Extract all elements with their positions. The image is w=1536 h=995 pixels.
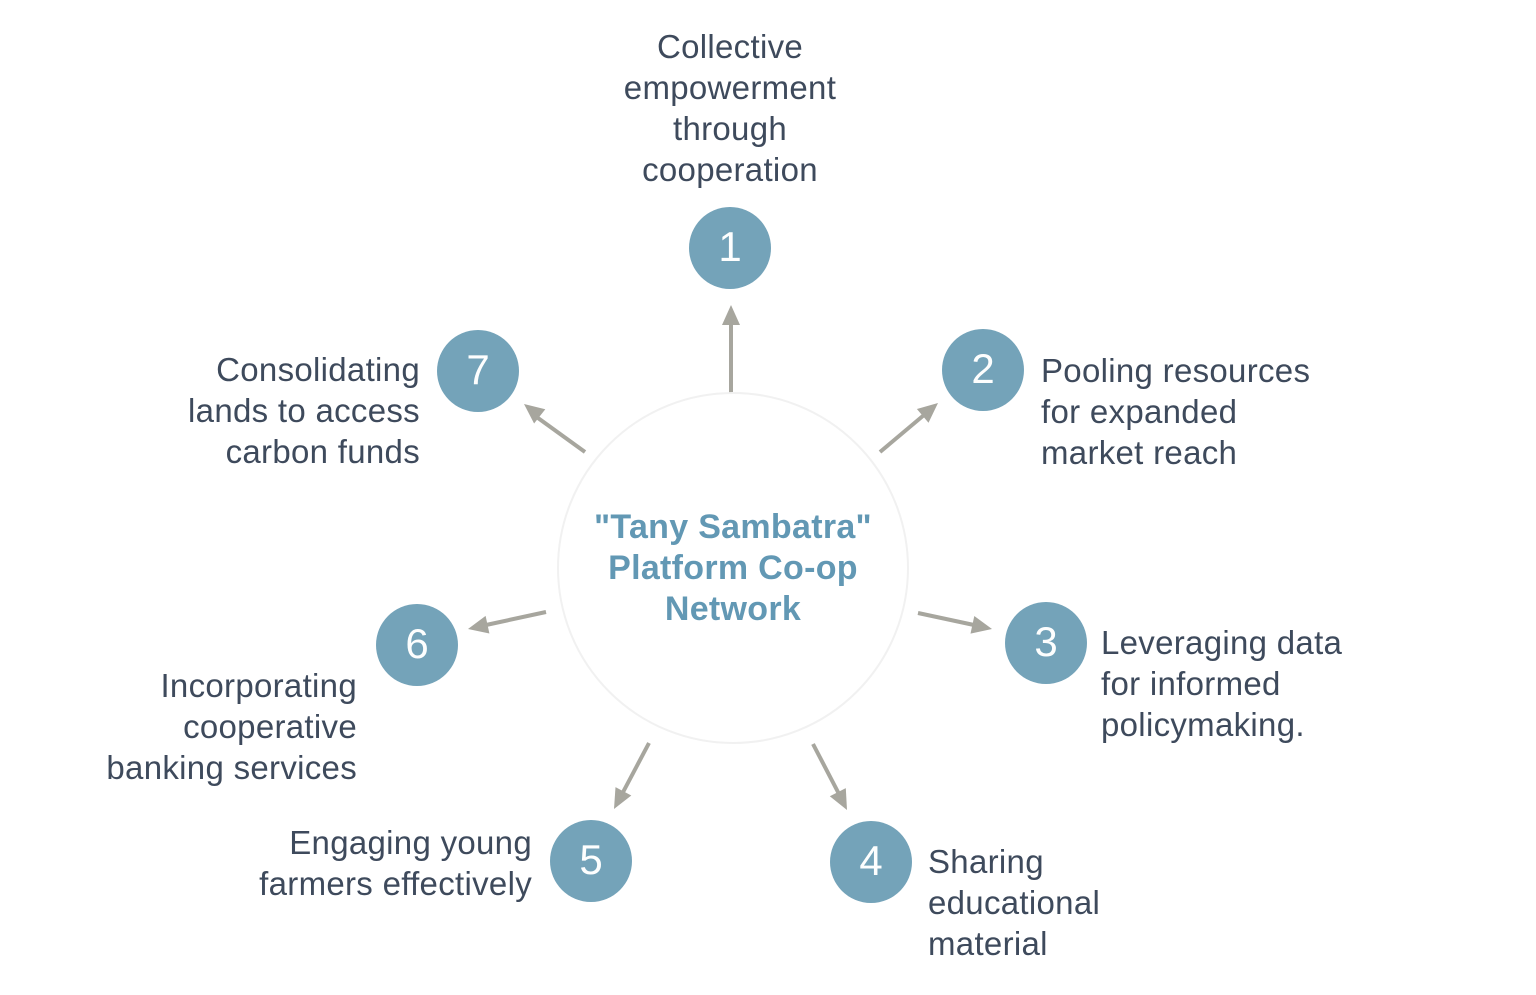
item-6-label-line: Incorporating [160, 667, 357, 704]
item-2-label-line: for expanded [1041, 393, 1238, 430]
item-1-label-line: through [672, 110, 788, 147]
item-2-node: 2 [942, 329, 1024, 411]
item-6-label-line: banking services [106, 749, 357, 786]
item-4-label-line: material [928, 925, 1048, 962]
central-hub-title-line: "Tany Sambatra" [594, 507, 872, 546]
item-4-label: Sharing educational material [928, 841, 1228, 964]
item-7-label-line: Consolidating [216, 351, 420, 388]
item-3-label-line: Leveraging data [1101, 624, 1343, 661]
central-hub-title: "Tany Sambatra" Platform Co-op Network [594, 507, 872, 630]
item-4-label-line: Sharing [928, 843, 1044, 880]
item-3-node: 3 [1005, 602, 1087, 684]
item-4-label-line: educational [928, 884, 1101, 921]
item-5-node: 5 [550, 820, 632, 902]
arrow-to-item-3-icon [917, 611, 992, 634]
item-6-node: 6 [376, 604, 458, 686]
central-hub-title-line: Platform Co-op [608, 548, 858, 587]
item-3-label-line: for informed [1101, 665, 1281, 702]
item-1-label: Collective empowerment through cooperati… [570, 26, 890, 190]
item-7-label-line: carbon funds [225, 433, 420, 470]
central-hub-title-line: Network [664, 589, 802, 628]
item-2-label-line: market reach [1041, 434, 1238, 471]
item-7-number: 7 [466, 345, 490, 393]
item-6-number: 6 [405, 619, 429, 667]
item-6-label: Incorporating cooperative banking servic… [0, 665, 357, 788]
item-1-label-line: empowerment [623, 69, 837, 106]
item-6-label-line: cooperative [183, 708, 357, 745]
item-7-label: Consolidating lands to access carbon fun… [40, 349, 420, 472]
item-5-number: 5 [579, 835, 603, 883]
arrow-to-item-2-icon [878, 403, 938, 454]
item-2-label: Pooling resources for expanded market re… [1041, 350, 1381, 473]
arrow-to-item-1-icon [722, 305, 740, 394]
item-5-label-line: farmers effectively [259, 865, 532, 902]
item-4-node: 4 [830, 821, 912, 903]
arrow-to-item-4-icon [811, 743, 847, 810]
arrow-to-item-6-icon [468, 610, 547, 634]
item-1-label-line: cooperation [642, 151, 818, 188]
item-4-number: 4 [859, 836, 883, 884]
item-5-label-line: Engaging young [289, 824, 532, 861]
item-2-number: 2 [971, 344, 995, 392]
item-2-label-line: Pooling resources [1041, 352, 1311, 389]
item-1-label-line: Collective [656, 28, 804, 65]
central-hub-node: "Tany Sambatra" Platform Co-op Network [557, 392, 909, 744]
item-3-label: Leveraging data for informed policymakin… [1101, 622, 1441, 745]
item-5-label: Engaging young farmers effectively [112, 822, 532, 904]
item-1-node: 1 [689, 207, 771, 289]
item-1-number: 1 [718, 222, 742, 270]
item-3-label-line: policymaking. [1101, 706, 1305, 743]
item-3-number: 3 [1034, 617, 1058, 665]
item-7-node: 7 [437, 330, 519, 412]
arrow-to-item-5-icon [614, 742, 651, 809]
arrow-to-item-7-icon [524, 404, 587, 454]
item-7-label-line: lands to access [188, 392, 420, 429]
